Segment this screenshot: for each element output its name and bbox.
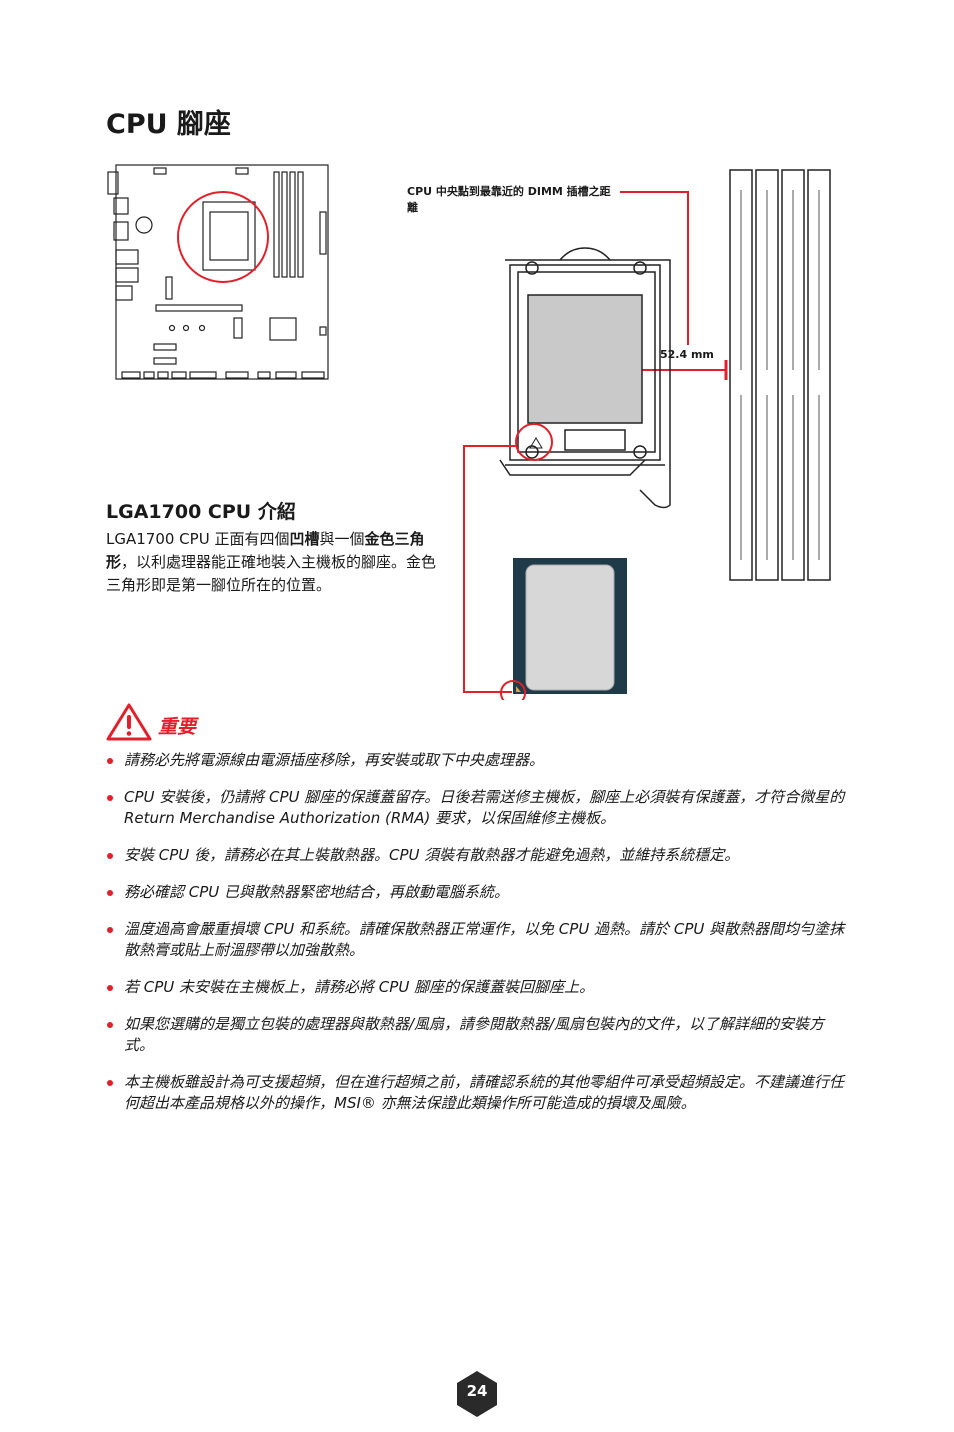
list-item: 請務必先將電源線由電源插座移除，再安裝或取下中央處理器。 [106,750,846,771]
list-item: 如果您選購的是獨立包裝的處理器與散熱器/風扇，請參閱散熱器/風扇包裝內的文件，以… [106,1014,846,1056]
warning-icon [106,703,152,741]
lga-description: LGA1700 CPU 正面有四個凹槽與一個金色三角形，以利處理器能正確地裝入主… [106,530,437,594]
motherboard-diagram [107,164,329,380]
socket-dimm-diagram [463,169,831,700]
list-item: 安裝 CPU 後，請務必在其上裝散熱器。CPU 須裝有散熱器才能避免過熱，並維持… [106,845,846,866]
important-label: 重要 [158,716,197,738]
list-item: 溫度過高會嚴重損壞 CPU 和系統。請確保散熱器正常運作，以免 CPU 過熱。請… [106,919,846,961]
distance-label: 52.4 mm [660,348,714,361]
list-item: CPU 安裝後，仍請將 CPU 腳座的保護蓋留存。日後若需送修主機板，腳座上必須… [106,787,846,829]
page-number-badge [457,1371,497,1417]
list-item: 務必確認 CPU 已與散熱器緊密地結合，再啟動電腦系統。 [106,882,846,903]
page-title: CPU 腳座 [106,109,231,140]
dimm-distance-callout: CPU 中央點到最靠近的 DIMM 插槽之距離 [407,185,611,214]
list-item: 若 CPU 未安裝在主機板上，請務必將 CPU 腳座的保護蓋裝回腳座上。 [106,977,846,998]
list-item: 本主機板雖設計為可支援超頻，但在進行超頻之前，請確認系統的其他零組件可承受超頻設… [106,1072,846,1114]
important-notes: 請務必先將電源線由電源插座移除，再安裝或取下中央處理器。 CPU 安裝後，仍請將… [106,750,846,1130]
page-number: 24 [466,1382,488,1400]
lga-heading: LGA1700 CPU 介紹 [106,501,296,523]
